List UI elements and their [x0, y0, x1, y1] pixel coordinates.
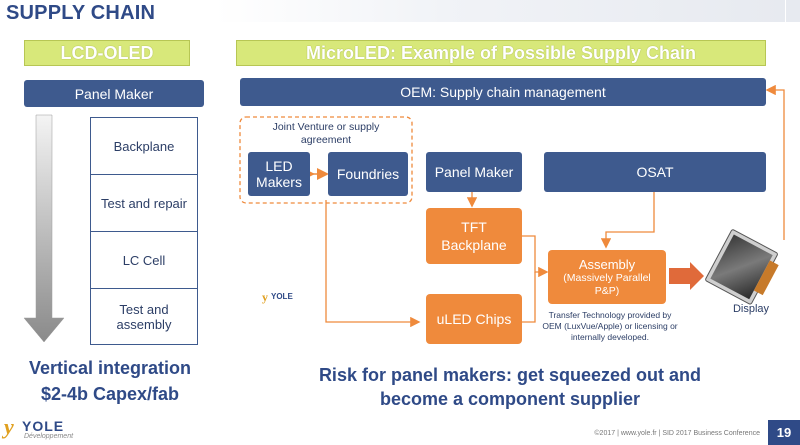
vertical-integration-arrow	[23, 114, 65, 343]
osat-to-assembly-line	[600, 192, 655, 249]
corner-decoration	[786, 0, 800, 22]
left-panel-maker: Panel Maker	[24, 80, 204, 107]
small-logo-mark: y	[262, 290, 268, 304]
step-test-repair: Test and repair	[90, 174, 198, 231]
slide-title: SUPPLY CHAIN	[6, 2, 156, 24]
yole-small-logo: y YOLE	[262, 290, 322, 312]
oem-bar: OEM: Supply chain management	[240, 78, 766, 106]
display-label: Display	[732, 303, 770, 315]
step-test-assembly: Test and assembly	[90, 288, 198, 345]
assembly-subtitle: (Massively Parallel P&P)	[563, 271, 651, 297]
yole-logo: y YOLE Développement	[4, 414, 84, 442]
lcd-oled-header: LCD-OLED	[24, 40, 190, 66]
logo-sub: Développement	[24, 433, 74, 440]
tft-to-assembly-line	[522, 235, 549, 278]
logo-mark: y	[4, 414, 14, 439]
risk-line-2: become a component supplier	[379, 389, 641, 409]
transfer-technology-note: Transfer Technology provided by OEM (Lux…	[542, 310, 678, 342]
risk-line-1: Risk for panel makers: get squeezed out …	[318, 365, 702, 385]
step-lc-cell: LC Cell	[90, 231, 198, 288]
small-logo-text: YOLE	[271, 292, 293, 301]
assembly-to-display-arrow	[669, 262, 704, 290]
uled-chips-box: uLED Chips	[426, 294, 522, 344]
tft-backplane-box: TFT Backplane	[426, 208, 522, 264]
footer-text: ©2017 | www.yole.fr | SID 2017 Business …	[594, 430, 760, 437]
vertical-integration-label: Vertical integration	[28, 358, 192, 378]
chips-to-assembly-line	[522, 272, 536, 323]
display-to-oem-line	[765, 84, 785, 240]
panel-maker-box: Panel Maker	[426, 152, 522, 192]
display-device-icon	[705, 229, 779, 305]
assembly-box: Assembly (Massively Parallel P&P)	[548, 250, 666, 304]
foundries-box: Foundries	[328, 152, 408, 196]
jv-label: Joint Venture or supply agreement	[272, 121, 380, 146]
step-backplane: Backplane	[90, 117, 198, 174]
logo-brand: YOLE	[22, 418, 65, 434]
capex-label: $2-4b Capex/fab	[40, 384, 180, 404]
page-number: 19	[768, 420, 800, 445]
microled-header: MicroLED: Example of Possible Supply Cha…	[236, 40, 766, 66]
foundries-to-chips-line	[325, 200, 421, 328]
header-band	[215, 0, 785, 22]
assembly-title: Assembly	[578, 256, 636, 272]
led-makers-box: LED Makers	[248, 152, 310, 196]
osat-box: OSAT	[544, 152, 766, 192]
